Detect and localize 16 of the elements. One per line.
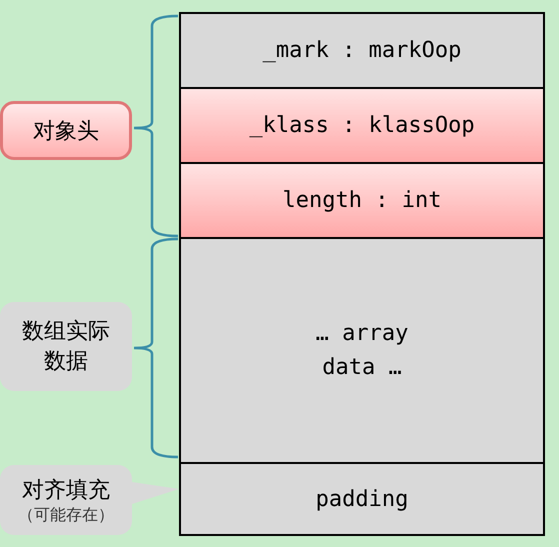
padding-cell <box>179 462 545 536</box>
field-cell <box>179 12 545 89</box>
label-text: length : int <box>282 188 442 213</box>
label-text: 数组实际数据 <box>21 318 111 376</box>
label-text: _mark : markOop <box>262 38 462 63</box>
field-cell <box>179 87 545 164</box>
label-text: padding <box>316 486 408 512</box>
label-text: … array data … <box>314 320 410 382</box>
callout-tail <box>132 482 179 504</box>
label-text: _klass : klassOop <box>249 113 475 138</box>
field-cell <box>179 162 545 239</box>
data-cell <box>179 237 545 464</box>
note-text: （可能存在） <box>18 504 114 526</box>
label-text: 对象头 <box>33 118 99 146</box>
label-text: 对齐填充 <box>22 476 110 504</box>
label-box <box>0 101 132 160</box>
